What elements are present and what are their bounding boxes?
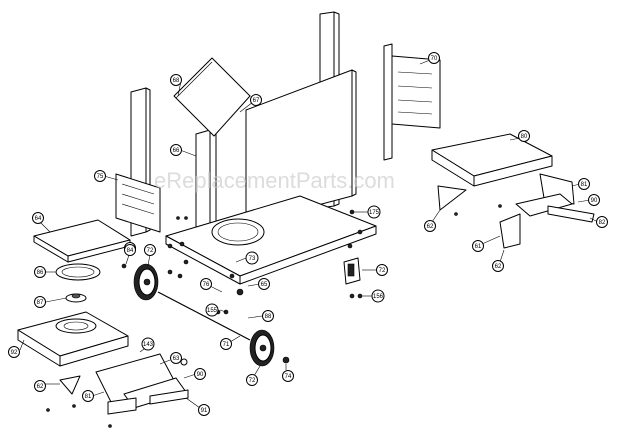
callout-65: 65 xyxy=(247,278,270,290)
callout-76: 76 xyxy=(200,278,223,293)
callout-label: 155 xyxy=(207,308,218,314)
left-side-panel xyxy=(115,173,161,233)
callout-90b: 90 xyxy=(183,368,206,380)
callout-label: 88 xyxy=(265,314,272,320)
callout-88: 88 xyxy=(247,310,274,322)
callout-72b: 72 xyxy=(362,264,388,276)
callout-label: 84 xyxy=(127,248,134,254)
watermark-text: eReplacementParts.com xyxy=(154,168,395,193)
callout-label: 70 xyxy=(431,56,438,62)
callout-label: 73 xyxy=(249,256,256,262)
callout-label: 67 xyxy=(253,98,260,104)
callout-label: 76 xyxy=(203,282,210,288)
callout-label: 75 xyxy=(97,174,104,180)
right-side-panel xyxy=(383,43,441,161)
callout-175: 175 xyxy=(354,205,381,219)
callout-label: 91 xyxy=(201,408,208,414)
callout-label: 81 xyxy=(85,394,92,400)
wheel-right xyxy=(249,329,275,367)
callout-62b: 62 xyxy=(492,249,505,272)
right-side-shelf xyxy=(431,133,608,249)
callout-84: 84 xyxy=(124,244,137,256)
callout-72a: 72 xyxy=(144,244,156,267)
callout-62c: 62 xyxy=(34,380,60,392)
callout-label: 90 xyxy=(591,198,598,204)
callout-label: 72 xyxy=(379,268,386,274)
callout-label: 68 xyxy=(173,78,180,84)
callout-label: 175 xyxy=(369,210,380,216)
callout-label: 81 xyxy=(581,182,588,188)
callout-70: 70 xyxy=(419,52,440,65)
callout-155: 155 xyxy=(205,303,227,317)
back-panel xyxy=(245,69,357,225)
callout-86: 86 xyxy=(34,266,56,278)
callout-80: 80 xyxy=(509,130,530,142)
callout-label: 63 xyxy=(173,356,180,362)
callout-75: 75 xyxy=(94,170,119,182)
callout-label: 82 xyxy=(599,220,606,226)
bottom-base xyxy=(165,195,377,296)
callout-143: 143 xyxy=(139,337,155,353)
callout-label: 72 xyxy=(249,378,256,384)
wheel-left xyxy=(133,263,159,301)
hardware xyxy=(46,204,502,428)
callout-label: 90 xyxy=(197,372,204,378)
callout-label: 65 xyxy=(261,282,268,288)
callout-92: 92 xyxy=(8,339,25,358)
callout-71: 71 xyxy=(220,335,241,350)
callout-90a: 90 xyxy=(577,194,600,206)
callouts: 68 67 66 70 80 75 175 64 72 69 73 65 72 … xyxy=(8,52,608,416)
callout-label: 80 xyxy=(521,134,528,140)
callout-156: 156 xyxy=(362,289,385,303)
callout-label: 74 xyxy=(285,374,292,380)
callout-62a: 62 xyxy=(424,209,441,232)
callout-64: 64 xyxy=(32,212,51,233)
callout-label: 156 xyxy=(373,294,384,300)
callout-label: 66 xyxy=(173,148,180,154)
callout-label: 143 xyxy=(143,342,154,348)
callout-66: 66 xyxy=(170,144,197,157)
callout-label: 92 xyxy=(11,350,18,356)
callout-81a: 81 xyxy=(571,178,590,190)
caster xyxy=(343,257,361,285)
callout-label: 62 xyxy=(37,384,44,390)
callout-87: 87 xyxy=(34,296,67,308)
callout-61: 61 xyxy=(472,235,501,252)
callout-91: 91 xyxy=(185,397,210,416)
callout-label: 61 xyxy=(475,244,482,250)
callout-label: 86 xyxy=(37,270,44,276)
callout-label: 72 xyxy=(147,248,154,254)
top-shelf xyxy=(173,57,251,137)
callout-72c: 72 xyxy=(246,365,261,386)
callout-label: 64 xyxy=(35,216,42,222)
callout-82: 82 xyxy=(589,216,608,228)
callout-73a: 73 xyxy=(235,251,259,265)
callout-label: 71 xyxy=(223,342,230,348)
callout-67: 67 xyxy=(239,94,262,113)
callout-label: 62 xyxy=(427,224,434,230)
callout-63: 63 xyxy=(159,352,182,365)
callout-68: 68 xyxy=(170,74,182,97)
callout-74: 74 xyxy=(282,364,294,382)
left-side-burner xyxy=(17,219,189,415)
callout-81b: 81 xyxy=(82,390,105,402)
callout-label: 62 xyxy=(495,264,502,270)
axle xyxy=(157,291,251,341)
callout-label: 87 xyxy=(37,300,44,306)
